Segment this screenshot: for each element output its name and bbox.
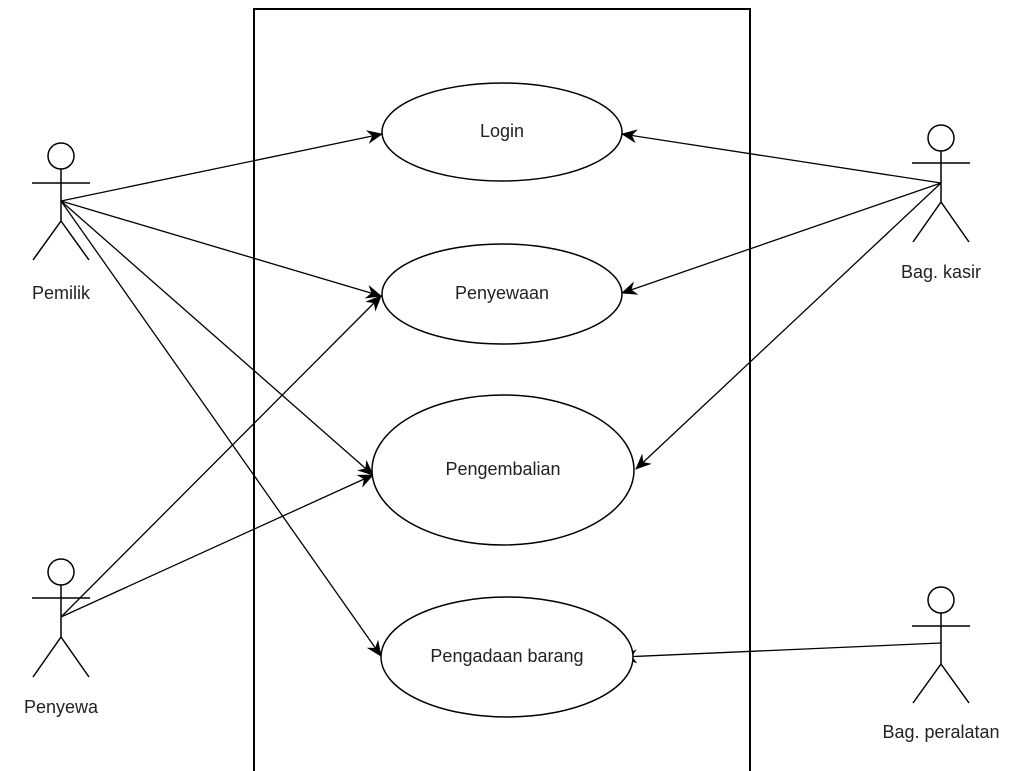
actor-bag-peralatan-label: Bag. peralatan bbox=[882, 722, 999, 742]
actor-bag-kasir-label: Bag. kasir bbox=[901, 262, 981, 282]
use-case-login[interactable]: Login bbox=[381, 82, 623, 182]
association-peralatan-to-pengadaan bbox=[621, 642, 942, 664]
associations bbox=[60, 129, 942, 664]
stick-figure-icon bbox=[912, 124, 970, 243]
use-case-pengembalian[interactable]: Pengembalian bbox=[371, 394, 635, 546]
actor-bag-kasir[interactable]: Bag. kasir bbox=[901, 124, 981, 282]
actor-pemilik-label: Pemilik bbox=[32, 283, 91, 303]
association-pemilik-to-penyewaan bbox=[60, 200, 382, 299]
use-case-pengembalian-label: Pengembalian bbox=[445, 459, 560, 479]
actor-pemilik[interactable]: Pemilik bbox=[32, 142, 91, 303]
association-kasir-to-penyewaan bbox=[621, 182, 942, 295]
stick-figure-icon bbox=[32, 142, 90, 261]
use-case-pengadaan-shape bbox=[380, 596, 634, 718]
use-case-login-shape bbox=[381, 82, 623, 182]
use-case-pengadaan[interactable]: Pengadaan barang bbox=[380, 596, 634, 718]
association-penyewa-to-penyewaan bbox=[60, 295, 382, 618]
use-case-pengembalian-shape bbox=[371, 394, 635, 546]
actor-penyewa-label: Penyewa bbox=[24, 697, 99, 717]
actor-bag-peralatan[interactable]: Bag. peralatan bbox=[882, 586, 1000, 742]
association-penyewa-to-pengembalian bbox=[60, 474, 374, 618]
use-case-penyewaan[interactable]: Penyewaan bbox=[381, 243, 623, 345]
association-kasir-to-login bbox=[621, 129, 942, 184]
association-pemilik-to-pengembalian bbox=[60, 200, 374, 476]
use-case-penyewaan-label: Penyewaan bbox=[455, 283, 549, 303]
association-pemilik-to-pengadaan bbox=[60, 200, 382, 657]
use-case-login-label: Login bbox=[480, 121, 524, 141]
actor-penyewa[interactable]: Penyewa bbox=[24, 558, 99, 717]
association-pemilik-to-login bbox=[60, 130, 383, 202]
stick-figure-icon bbox=[32, 558, 90, 678]
use-case-penyewaan-shape bbox=[381, 243, 623, 345]
stick-figure-icon bbox=[912, 586, 970, 704]
use-case-pengadaan-label: Pengadaan barang bbox=[430, 646, 583, 666]
association-kasir-to-pengembalian bbox=[635, 182, 942, 470]
